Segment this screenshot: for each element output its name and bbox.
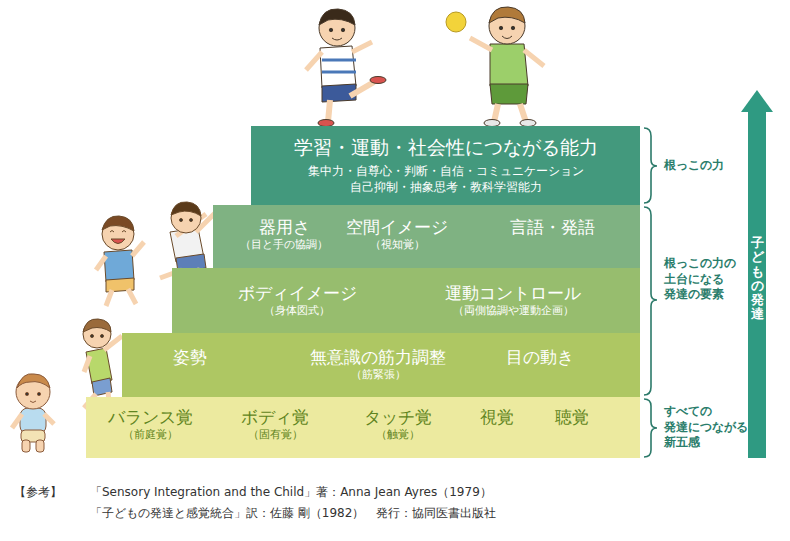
band-item: ボディ覚（固有覚） xyxy=(241,407,309,442)
element-note: （身体図式） xyxy=(238,304,357,317)
element-name: 聴覚 xyxy=(555,407,589,427)
element-note: （前庭覚） xyxy=(108,428,193,441)
band-item: 視覚 xyxy=(480,407,514,427)
pyramid-band: 器用さ（目と手の協調） 空間イメージ（視知覚） 言語・発語 xyxy=(213,205,640,268)
element-note: （固有覚） xyxy=(241,428,309,441)
reference-note: 【参考】 xyxy=(14,484,62,501)
element-name: 無意識の筋力調整 xyxy=(310,347,446,367)
pyramid-band: 学習・運動・社会性につながる能力集中力・自尊心・判断・自信・コミュニケーション … xyxy=(251,126,640,205)
band-item: 器用さ（目と手の協調） xyxy=(240,217,328,252)
bracket-label: 根っこの力 xyxy=(664,158,755,174)
element-note: （両側協調や運動企画） xyxy=(445,304,581,317)
band-item: 無意識の筋力調整（筋緊張） xyxy=(310,347,446,382)
element-name: ボディイメージ xyxy=(238,283,357,303)
element-name: バランス覚 xyxy=(108,407,193,427)
band-item: 言語・発語 xyxy=(510,217,595,237)
element-name: 器用さ xyxy=(240,217,328,237)
child-figure xyxy=(306,9,386,127)
band-heading: 学習・運動・社会性につながる能力 xyxy=(294,136,598,159)
band-item: 姿勢 xyxy=(173,347,207,367)
element-note: （触覚） xyxy=(364,428,432,441)
reference-note: 「子どもの発達と感覚統合」訳：佐藤 剛（1982） 発行：協同医書出版社 xyxy=(90,505,496,522)
reference-note: 「Sensory Integration and the Child」著：Ann… xyxy=(90,484,492,501)
pyramid-band: バランス覚（前庭覚） ボディ覚（固有覚） タッチ覚（触覚） 視覚 聴覚 xyxy=(86,397,640,458)
element-note: （視知覚） xyxy=(346,238,448,251)
band-item: 空間イメージ（視知覚） xyxy=(346,217,448,252)
pyramid-band: ボディイメージ（身体図式） 運動コントロール（両側協調や運動企画） xyxy=(172,268,640,333)
band-item: ボディイメージ（身体図式） xyxy=(238,283,357,318)
bracket-label: すべての 発達につながる 新五感 xyxy=(664,404,755,451)
band-item: 聴覚 xyxy=(555,407,589,427)
child-figure xyxy=(12,374,54,452)
child-figure xyxy=(96,216,144,306)
band-item: タッチ覚（触覚） xyxy=(364,407,432,442)
element-name: タッチ覚 xyxy=(364,407,432,427)
pyramid-band: 姿勢 無意識の筋力調整（筋緊張） 目の動き xyxy=(122,333,640,397)
element-name: ボディ覚 xyxy=(241,407,309,427)
element-name: 運動コントロール xyxy=(445,283,581,303)
element-name: 空間イメージ xyxy=(346,217,448,237)
bracket-label: 根っこの力の 土台になる 発達の要素 xyxy=(664,256,755,303)
element-name: 視覚 xyxy=(480,407,514,427)
band-item: 運動コントロール（両側協調や運動企画） xyxy=(445,283,581,318)
element-name: 言語・発語 xyxy=(510,217,595,237)
band-body: 集中力・自尊心・判断・自信・コミュニケーション 自己抑制・抽象思考・教科学習能力 xyxy=(296,163,596,195)
element-name: 目の動き xyxy=(506,347,574,367)
bracket xyxy=(644,128,657,457)
element-name: 姿勢 xyxy=(173,347,207,367)
element-note: （筋緊張） xyxy=(310,368,446,381)
ball xyxy=(446,12,466,32)
band-item: 目の動き xyxy=(506,347,574,367)
arrow-label: 子どもの発達 xyxy=(751,236,764,322)
element-note: （目と手の協調） xyxy=(240,238,328,251)
band-item: バランス覚（前庭覚） xyxy=(108,407,193,442)
child-figure xyxy=(470,7,544,127)
growth-arrow xyxy=(741,90,773,458)
